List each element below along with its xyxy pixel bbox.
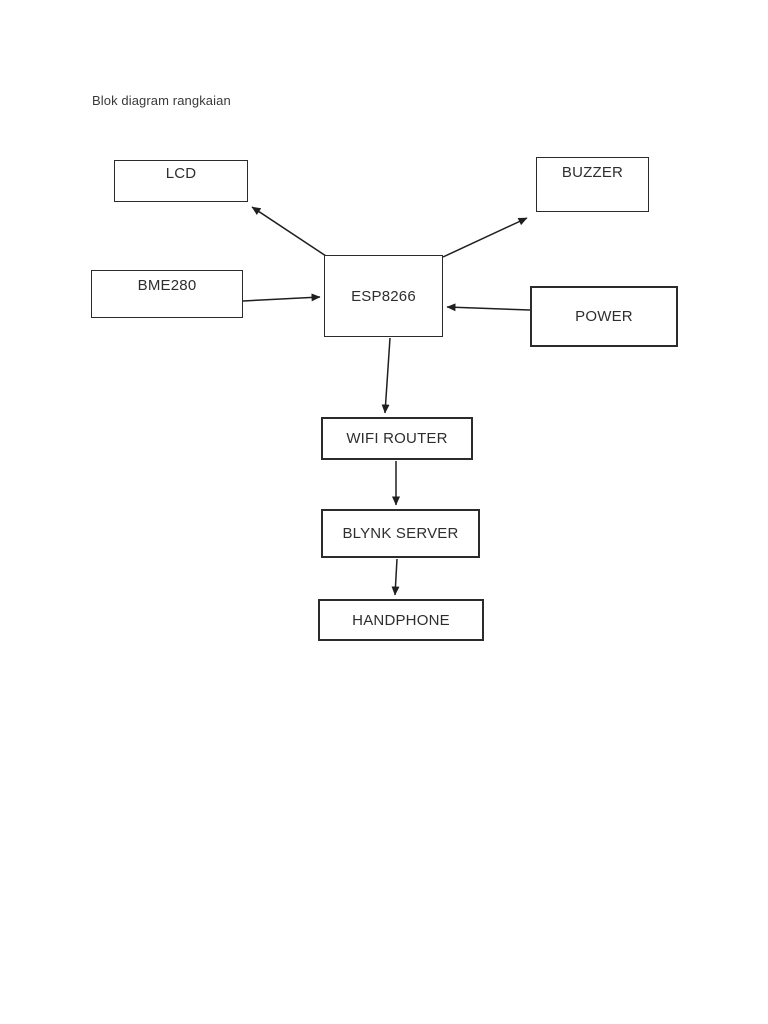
- arrow-power-to-esp8266: [446, 303, 531, 312]
- arrow-bme280-to-esp8266: [242, 293, 321, 302]
- diagram-title: Blok diagram rangkaian: [92, 93, 231, 108]
- node-bme280: BME280: [91, 270, 243, 318]
- node-esp8266: ESP8266: [324, 255, 443, 337]
- node-buzzer: BUZZER: [536, 157, 649, 212]
- arrow-esp8266-to-buzzer: [442, 217, 528, 258]
- arrow-esp8266-to-wifi-router: [381, 337, 391, 414]
- node-blynk-server: BLYNK SERVER: [321, 509, 480, 558]
- node-handphone-label: HANDPHONE: [352, 611, 450, 629]
- arrow-esp8266-to-lcd: [251, 206, 327, 257]
- node-power: POWER: [530, 286, 678, 347]
- arrow-blynk-server-to-handphone: [391, 558, 400, 596]
- node-power-label: POWER: [575, 308, 633, 325]
- node-wifi-router: WIFI ROUTER: [321, 417, 473, 460]
- node-bme280-label: BME280: [137, 277, 197, 294]
- node-esp8266-label: ESP8266: [351, 287, 416, 305]
- node-blynk-server-label: BLYNK SERVER: [342, 525, 459, 542]
- node-buzzer-label: BUZZER: [561, 164, 624, 181]
- node-handphone: HANDPHONE: [318, 599, 484, 641]
- node-lcd-label: LCD: [165, 165, 197, 182]
- node-wifi-router-label: WIFI ROUTER: [346, 430, 448, 447]
- node-lcd: LCD: [114, 160, 248, 202]
